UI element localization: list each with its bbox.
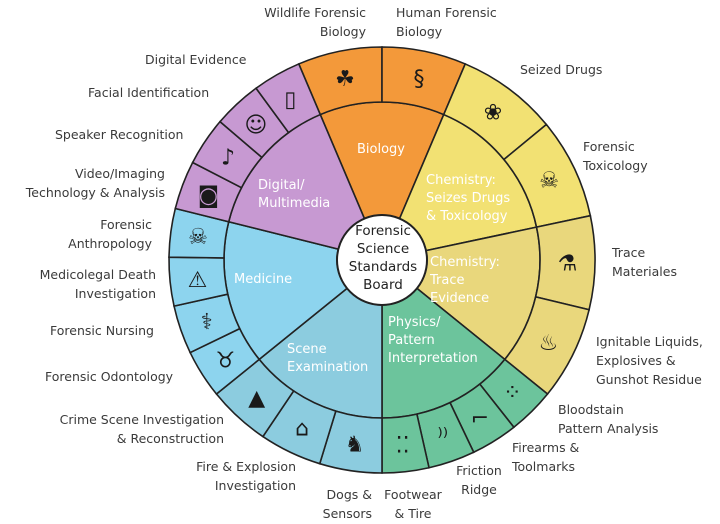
caduceus-icon: ⚕ xyxy=(201,310,213,335)
label-forensic-anthropology: Forensic Anthropology xyxy=(68,217,152,251)
tooth-icon: ♉ xyxy=(215,348,235,373)
label-firearms: Firearms & Toolmarks xyxy=(512,440,580,474)
label-trace-materials: Trace Materiales xyxy=(612,245,677,279)
friction-ridge-icon: ⁾⁾ xyxy=(437,424,448,449)
category-medicine: Medicine xyxy=(234,272,293,287)
label-fire-explosion: Fire & Explosion Investigation xyxy=(196,459,296,493)
house-fire-icon: ⌂ xyxy=(295,416,309,441)
label-seized-drugs: Seized Drugs xyxy=(520,62,603,77)
label-human-forensic-biology: Human Forensic Biology xyxy=(396,5,497,39)
label-speaker-recognition: Speaker Recognition xyxy=(55,127,184,142)
skull-crossbones-icon: ☠ xyxy=(539,168,559,193)
category-biology: Biology xyxy=(357,142,405,157)
falling-person-icon: ⚠ xyxy=(188,268,208,293)
center-circle xyxy=(336,214,428,306)
label-footwear-tire: Footwear & Tire xyxy=(384,487,442,521)
dna-icon: § xyxy=(413,67,424,92)
label-bloodstain: Bloodstain Pattern Analysis xyxy=(558,402,659,436)
label-digital-evidence: Digital Evidence xyxy=(145,52,247,67)
drug-document-icon: ❀ xyxy=(484,100,502,125)
label-crime-scene: Crime Scene Investigation & Reconstructi… xyxy=(59,412,224,446)
category-scene-examination: Scene Examination xyxy=(287,342,369,375)
label-medicolegal-death: Medicolegal Death Investigation xyxy=(39,267,156,301)
label-forensic-odontology: Forensic Odontology xyxy=(45,369,174,384)
category-digital-multimedia: Digital/ Multimedia xyxy=(258,178,331,211)
label-video-imaging: Video/Imaging Technology & Analysis xyxy=(25,166,165,200)
skull-icon: ☠ xyxy=(188,225,208,250)
label-wildlife-forensic-biology: Wildlife Forensic Biology xyxy=(264,5,366,39)
label-facial-identification: Facial Identification xyxy=(88,85,210,100)
label-ignitable-liquids: Ignitable Liquids, Explosives & Gunshot … xyxy=(596,334,703,387)
subcommittee-wedge xyxy=(254,62,322,134)
evidence-marker-icon: ▲ xyxy=(248,386,265,411)
category-chemistry-seized-drugs: Chemistry: Seizes Drugs & Toxicology xyxy=(426,173,511,224)
gun-icon: ⌐ xyxy=(471,407,489,432)
category-chemistry-trace: Chemistry: Trace Evidence xyxy=(430,255,500,306)
face-icon: ☺ xyxy=(244,113,267,138)
blood-drops-icon: ⁘ xyxy=(503,381,521,406)
label-forensic-nursing: Forensic Nursing xyxy=(50,323,154,338)
label-friction-ridge: Friction Ridge xyxy=(456,463,502,497)
label-forensic-toxicology: Forensic Toxicology xyxy=(583,139,648,173)
microscope-icon: ⚗ xyxy=(558,251,578,276)
voice-icon: ♪ xyxy=(221,146,235,171)
category-physics: Physics/ Pattern Interpretation xyxy=(388,315,478,366)
leaf-icon: ☘ xyxy=(335,67,355,92)
flame-icon: ♨ xyxy=(539,331,559,356)
camera-icon: ◙ xyxy=(198,184,219,209)
label-dogs-sensors: Dogs & Sensors xyxy=(322,487,372,521)
phone-icon: ▯ xyxy=(284,88,296,113)
center-label: Forensic Science Standards Board xyxy=(348,223,418,293)
dog-icon: ♞ xyxy=(345,432,365,457)
footprints-icon: ⁚⁚ xyxy=(396,433,410,458)
